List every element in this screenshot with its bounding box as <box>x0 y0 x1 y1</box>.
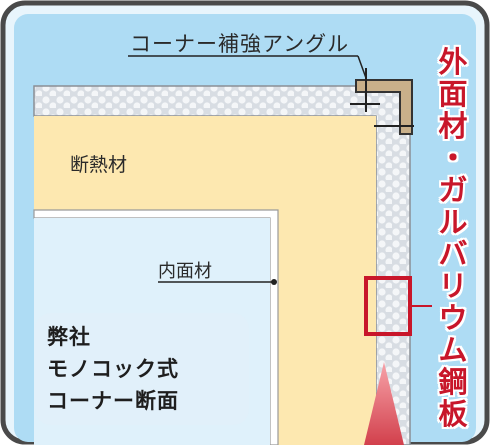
label-insulation: 断熱材 <box>70 154 128 176</box>
label-exterior-char: バ <box>438 237 468 271</box>
label-exterior-char: 材 <box>438 109 468 143</box>
label-exterior-char: ・ <box>438 141 468 175</box>
caption-line-3: コーナー断面 <box>47 389 179 413</box>
label-exterior-char: 面 <box>438 77 468 111</box>
label-exterior-char: 鋼 <box>438 365 468 399</box>
label-exterior: 外面材・ガルバリウム鋼板 <box>432 46 474 430</box>
pointer-arrow <box>364 362 404 445</box>
label-exterior-char: ム <box>438 333 468 367</box>
caption-line-1: 弊社 <box>47 325 91 349</box>
label-corner-angle: コーナー補強アングル <box>130 32 350 56</box>
corner-angle <box>355 79 413 135</box>
label-exterior-char: 外 <box>438 45 468 79</box>
label-exterior-char: 板 <box>438 397 468 431</box>
label-exterior-char: ル <box>438 205 468 239</box>
label-exterior-char: リ <box>438 269 468 303</box>
caption-box: 弊社 モノコック式 コーナー断面 <box>35 313 249 425</box>
caption-line-2: モノコック式 <box>47 357 179 381</box>
leader-inner-dot <box>271 279 277 285</box>
label-exterior-char: ガ <box>438 173 468 207</box>
leader-angle-drop <box>357 55 367 79</box>
label-exterior-char: ウ <box>438 301 468 335</box>
label-inner-wall: 内面材 <box>158 261 212 282</box>
